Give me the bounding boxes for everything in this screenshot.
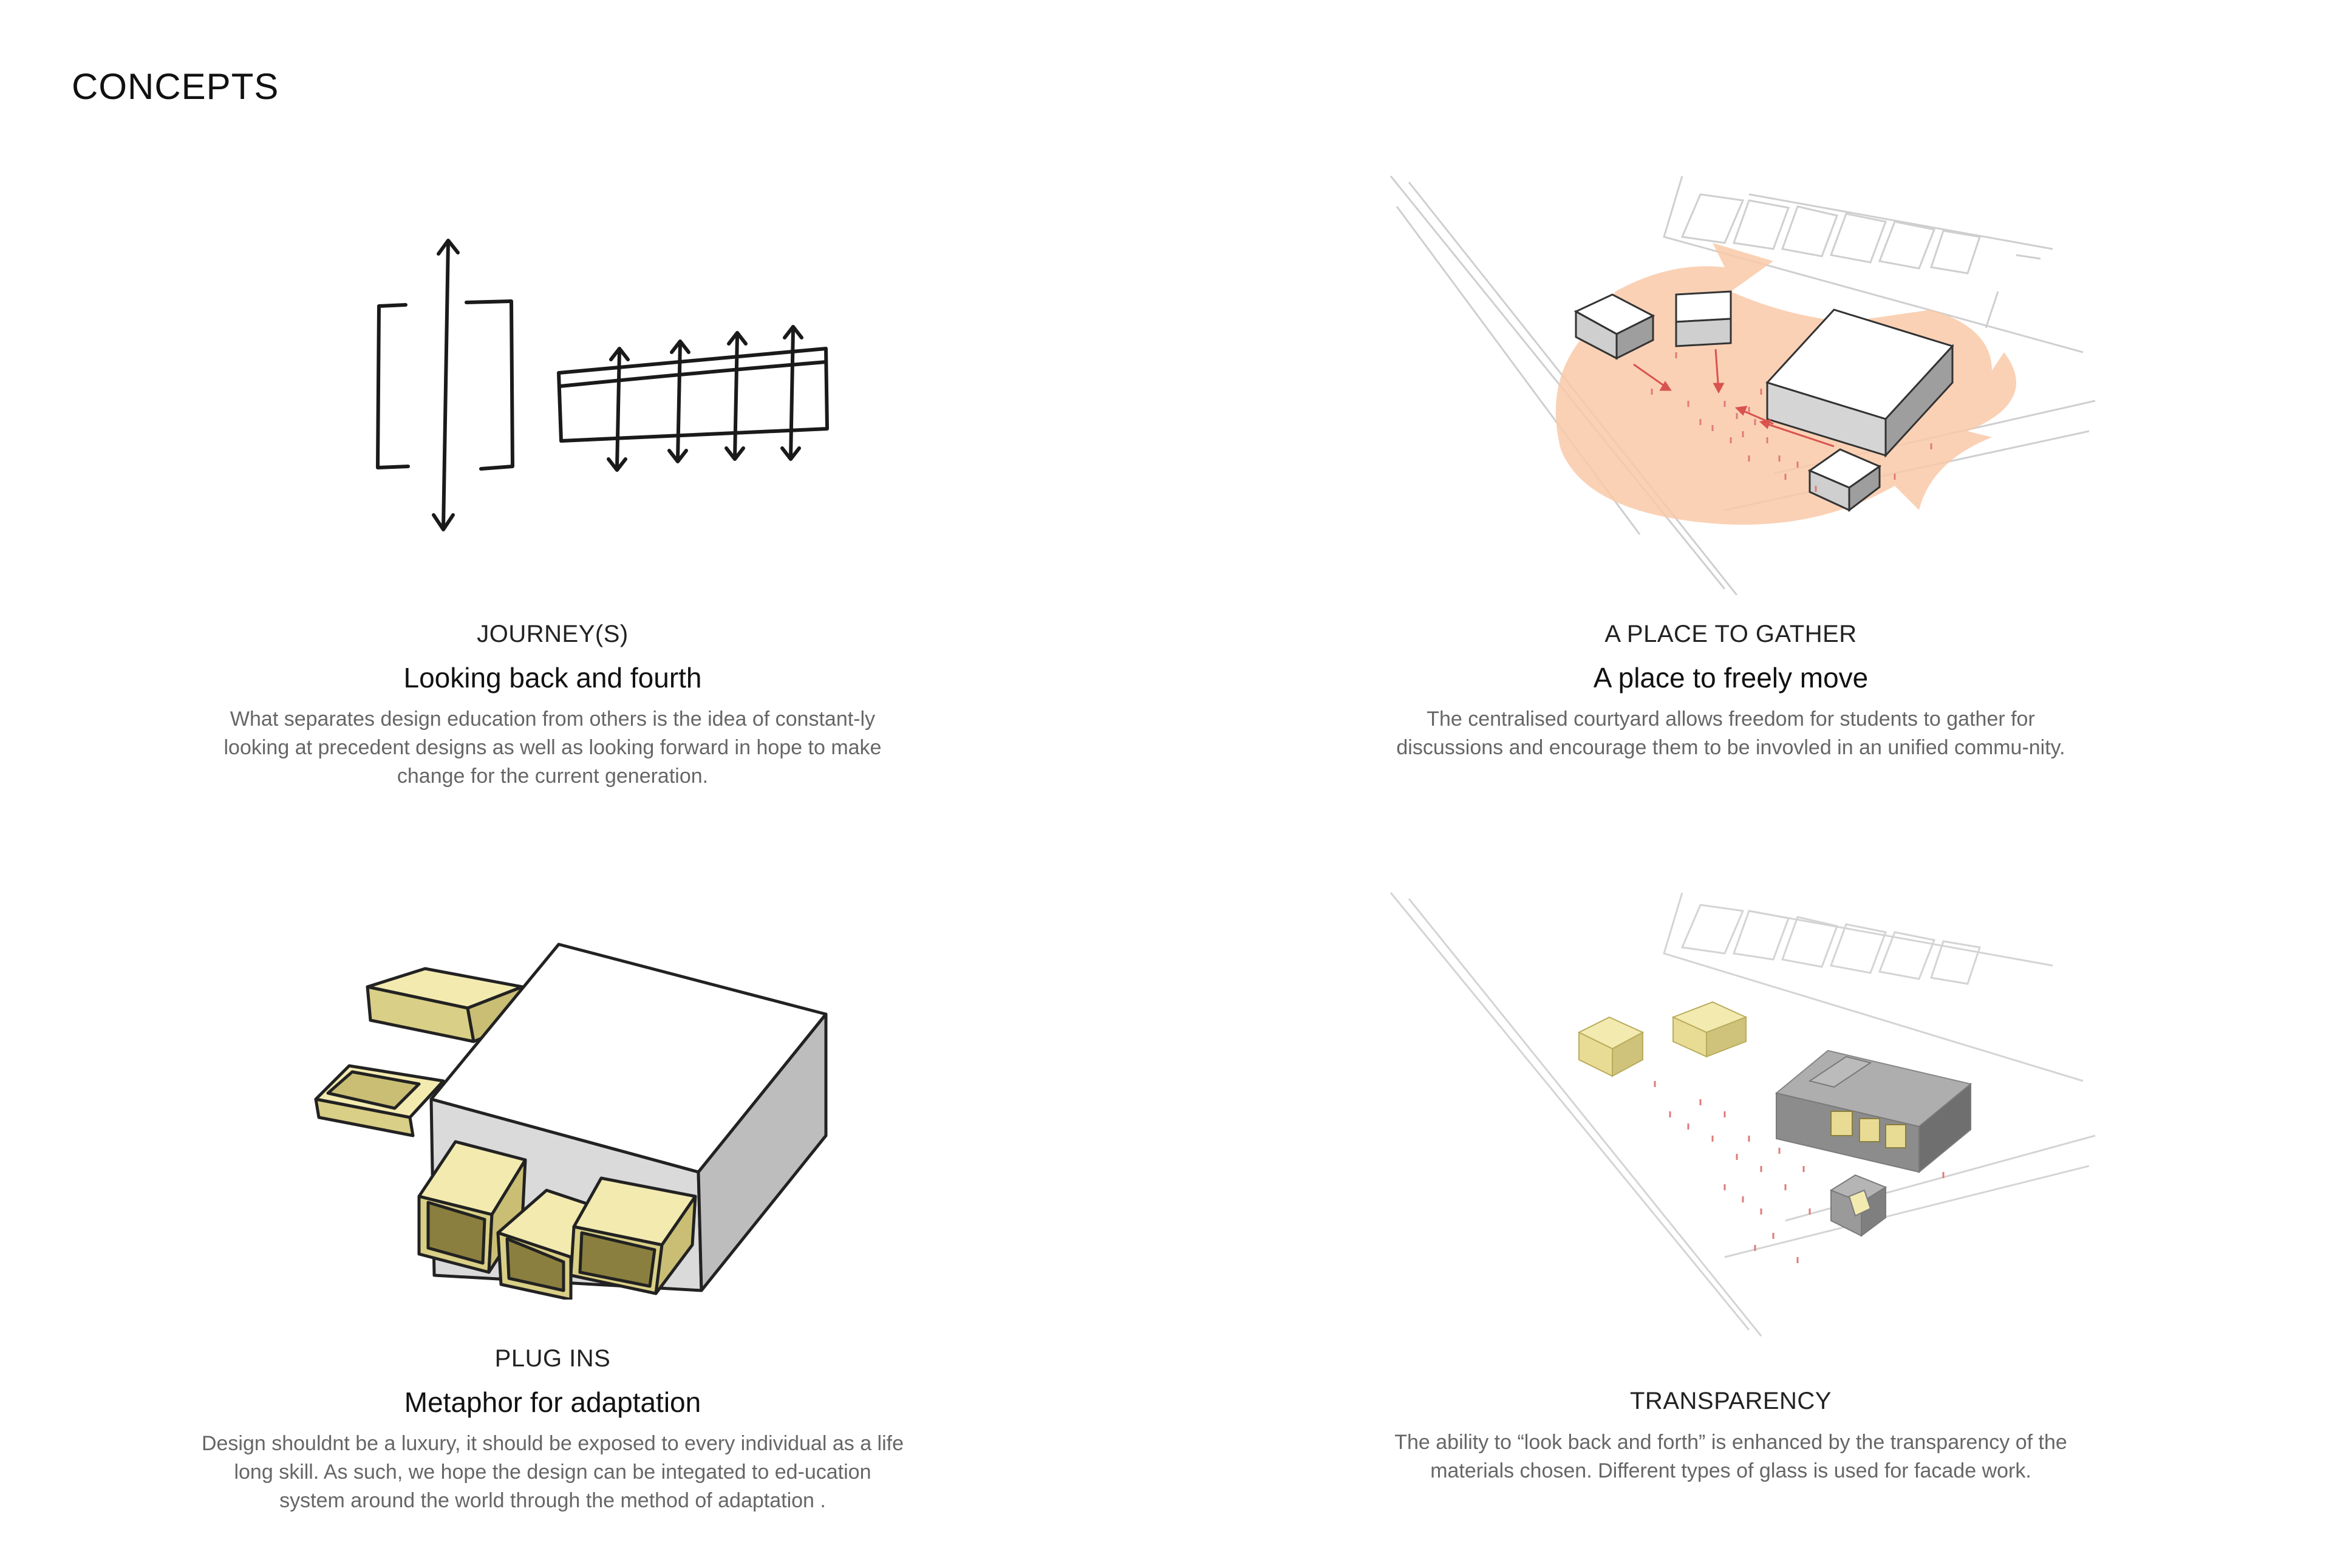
- vertical-arrowhead-top: [437, 239, 460, 256]
- strip-arrow-4: [780, 325, 803, 461]
- transparency-diagram: [1385, 881, 2101, 1342]
- concept-label: TRANSPARENCY: [1630, 1388, 1832, 1414]
- concept-subtitle: A place to freely move: [1593, 662, 1869, 694]
- building-small-left: [1573, 293, 1655, 360]
- building-small-top: [1675, 290, 1732, 347]
- plugins-model: [304, 935, 850, 1300]
- concept-subtitle: Metaphor for adaptation: [404, 1386, 701, 1418]
- building-large: [1765, 308, 1954, 458]
- people-marks: [1654, 1081, 1945, 1263]
- glass-inner-plugs: [1830, 1111, 1906, 1148]
- vertical-arrowhead-bottom: [432, 513, 455, 531]
- gather-arrows: [1633, 349, 1835, 448]
- people-marks: [1651, 352, 1932, 492]
- strip-outline: [557, 347, 829, 443]
- concept-label: PLUG INS: [494, 1345, 611, 1372]
- journey-sketch: [340, 225, 850, 540]
- concept-subtitle: Looking back and fourth: [403, 662, 702, 694]
- gather-diagram: [1385, 170, 2101, 595]
- glass-volume: [1775, 1049, 1972, 1174]
- page-title: CONCEPTS: [72, 66, 279, 107]
- vertical-arrow-line: [442, 240, 450, 530]
- yellow-block-left: [1577, 1016, 1645, 1077]
- plug-front-3: [569, 1176, 697, 1295]
- strip-arrow-2: [667, 339, 690, 463]
- right-bracket-stroke: [465, 299, 514, 471]
- site-lines: [1389, 892, 2096, 1337]
- glass-small-box: [1829, 1174, 1887, 1237]
- concept-description: What separates design education from oth…: [223, 707, 882, 788]
- concept-label: JOURNEY(S): [477, 621, 629, 647]
- concept-description: The centralised courtyard allows freedom…: [1396, 707, 2065, 759]
- plug-back-lower: [314, 1064, 445, 1137]
- concept-description: Design shouldnt be a luxury, it should b…: [201, 1432, 904, 1512]
- concept-journey: JOURNEY(S) Looking back and fourth What …: [200, 621, 905, 791]
- plug-front-1: [417, 1140, 527, 1274]
- concept-gather: A PLACE TO GATHER A place to freely move…: [1379, 621, 2083, 762]
- concept-plugins: PLUG INS Metaphor for adaptation Design …: [200, 1345, 905, 1515]
- strip-inner-line: [558, 360, 828, 388]
- yellow-block-top: [1671, 1001, 1748, 1058]
- concept-description: The ability to “look back and forth” is …: [1394, 1431, 2067, 1482]
- building-small-right: [1807, 448, 1882, 513]
- concept-transparency: TRANSPARENCY The ability to “look back a…: [1379, 1388, 2083, 1485]
- strip-arrow-1: [607, 347, 630, 472]
- concept-label: A PLACE TO GATHER: [1604, 621, 1857, 647]
- strip-arrow-3: [724, 331, 748, 461]
- left-bracket-stroke: [376, 303, 410, 469]
